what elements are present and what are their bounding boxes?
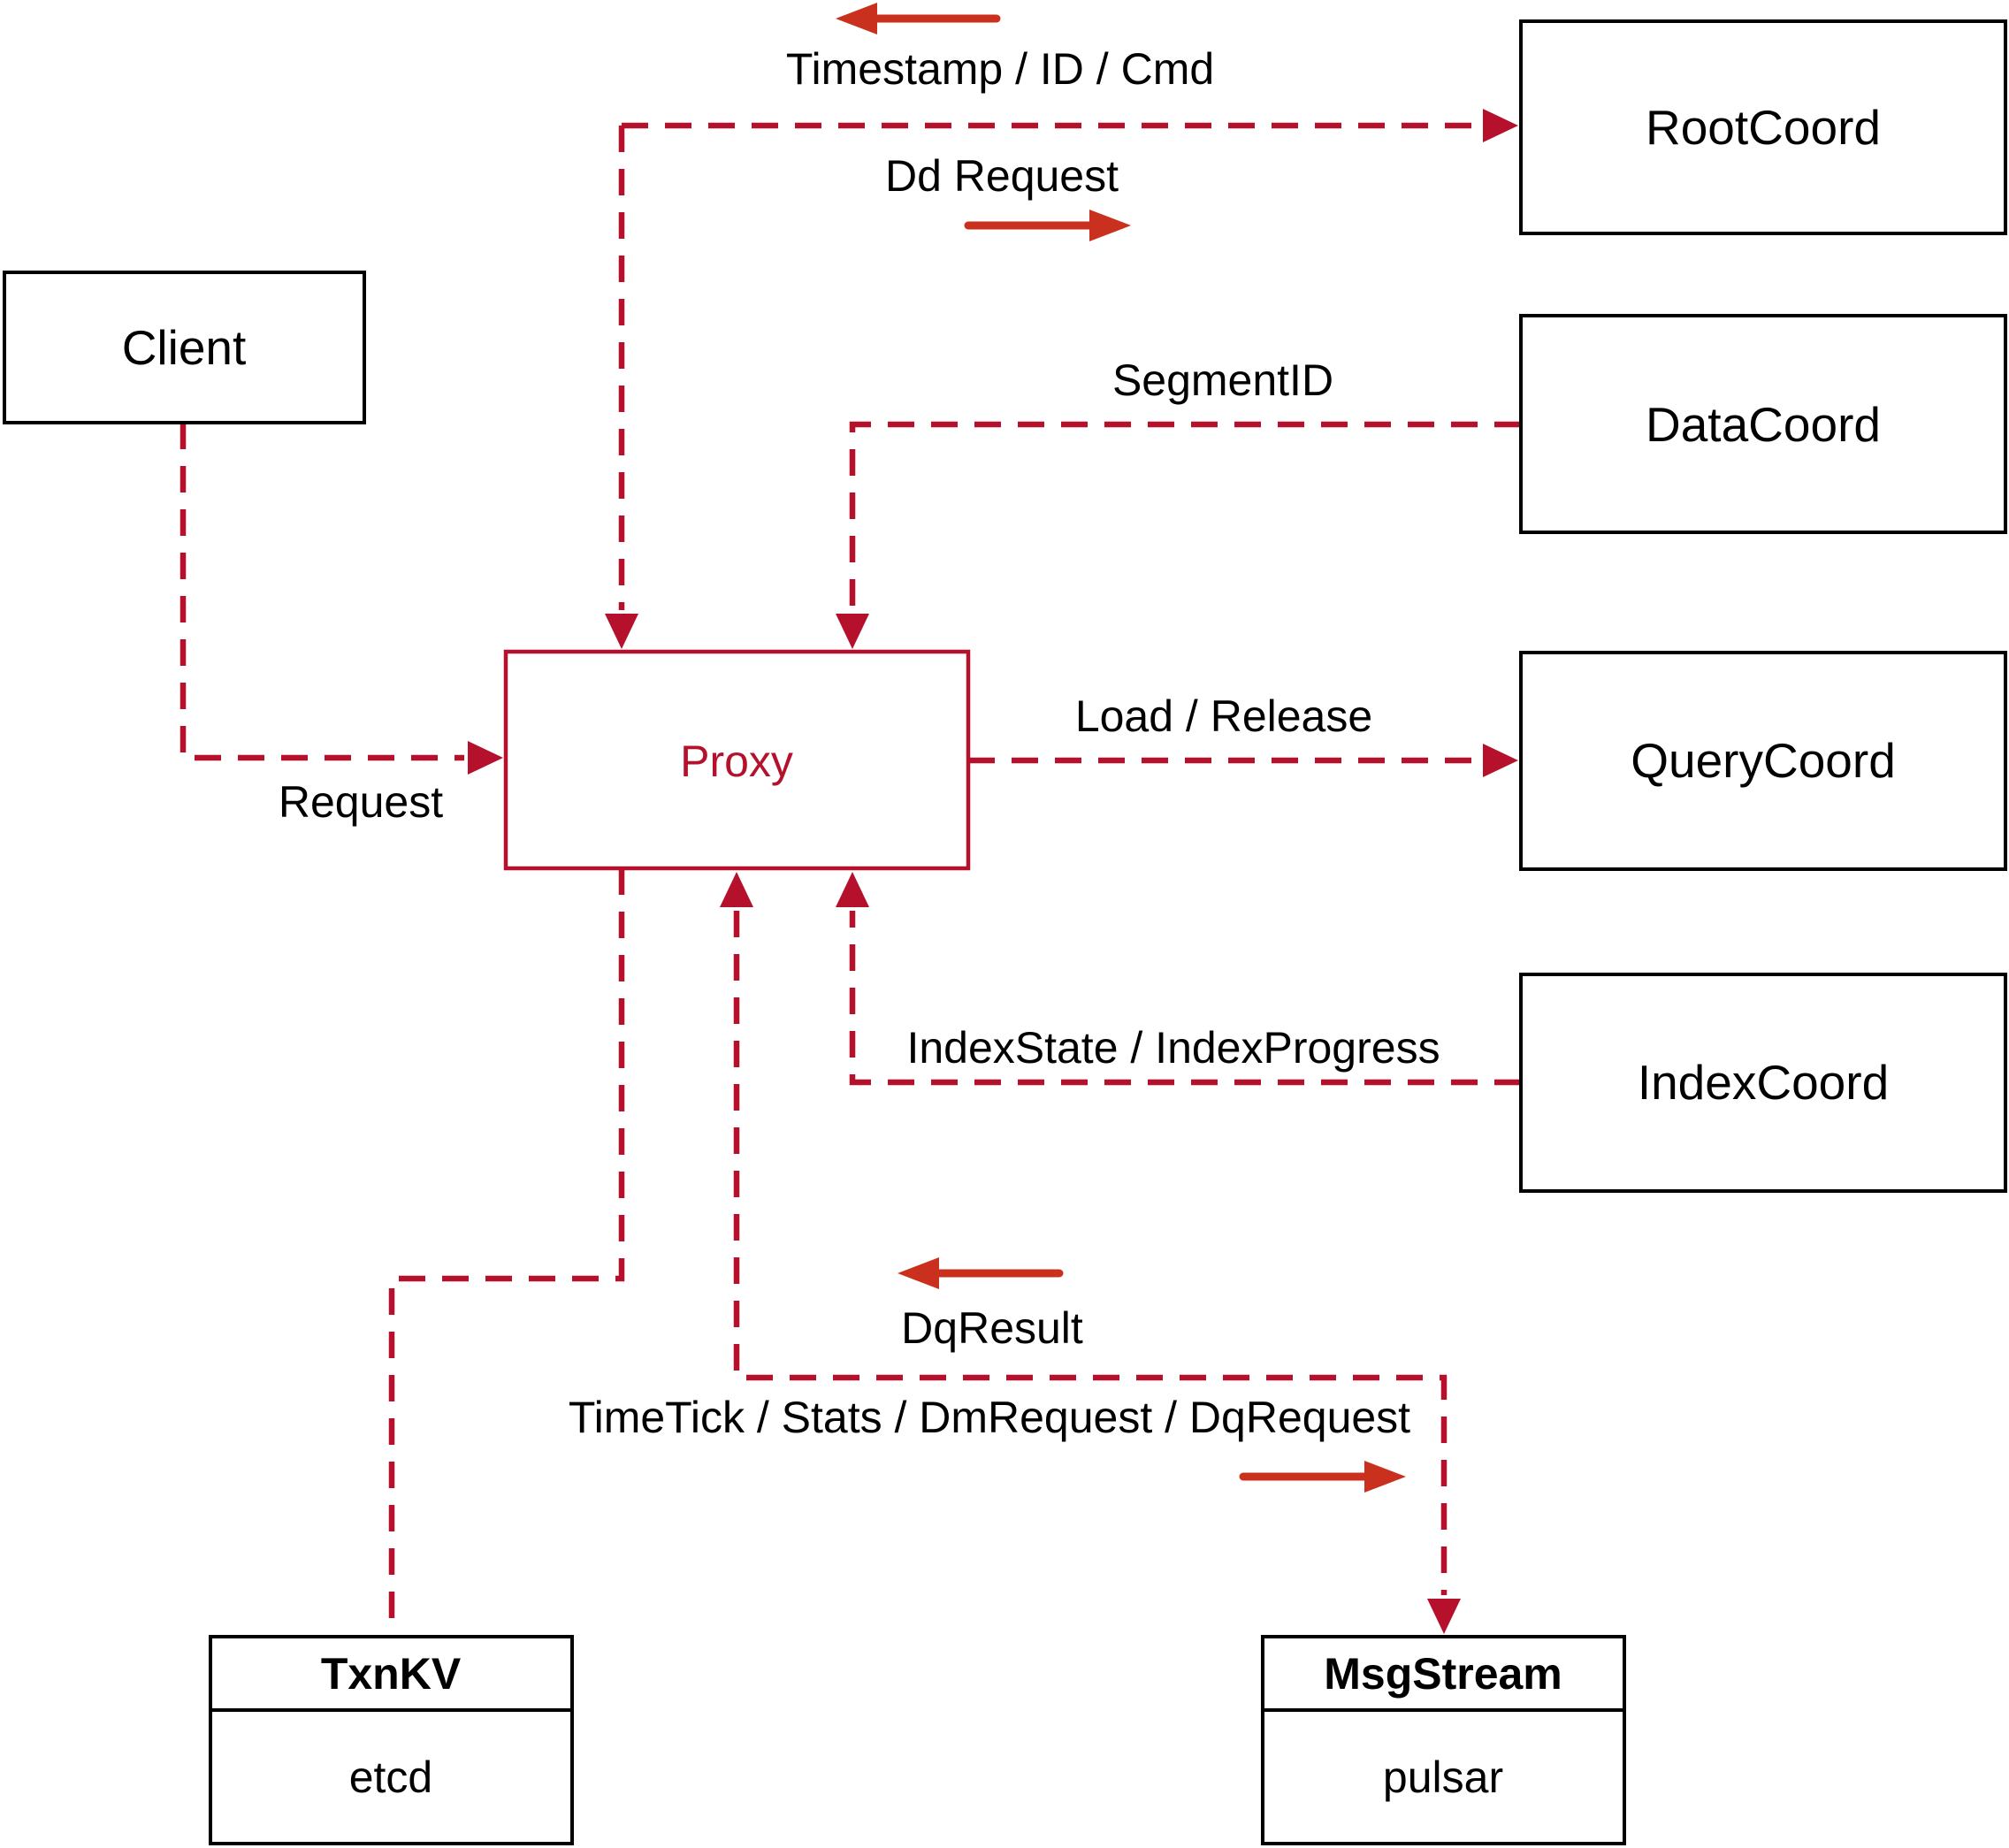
indexcoord-box <box>1519 973 2007 1193</box>
txnkv-sub-etcd: etcd <box>349 1753 433 1802</box>
label-timestamp-id-cmd: Timestamp / ID / Cmd <box>786 44 1214 94</box>
arrowhead-into-proxy-top-left <box>605 614 638 649</box>
edge-indexcoord-to-proxy <box>836 872 1521 1086</box>
indexcoord-label: IndexCoord <box>1638 1055 1889 1110</box>
node-proxy: Proxy <box>503 649 971 871</box>
rootcoord-box <box>1519 19 2007 235</box>
node-client: Client <box>3 271 366 424</box>
arrowhead-into-proxy-bottom-right <box>836 872 869 907</box>
txnkv-title: TxnKV <box>321 1649 462 1699</box>
edge-proxy-to-querycoord <box>968 744 1518 777</box>
rootcoord-label: RootCoord <box>1646 100 1881 155</box>
label-request: Request <box>279 777 443 827</box>
label-load-release: Load / Release <box>1075 691 1372 741</box>
right-arrow-icon-timetick <box>1364 1461 1406 1493</box>
label-timetick-stats: TimeTick / Stats / DmRequest / DqRequest <box>569 1393 1410 1442</box>
direction-arrow-rootcoord-to-proxy <box>836 3 1001 34</box>
left-arrow-icon <box>836 3 877 34</box>
edge-txnkv-line <box>388 868 625 1637</box>
left-arrow-icon-dqresult <box>898 1257 939 1289</box>
proxy-label: Proxy <box>680 737 793 786</box>
msgstream-box <box>1261 1635 1626 1845</box>
edge-client-to-proxy <box>180 423 503 775</box>
node-indexcoord: IndexCoord <box>1519 973 2007 1193</box>
right-arrow-icon <box>1089 210 1131 241</box>
edge-datacoord-to-proxy <box>836 421 1521 649</box>
edge-indexcoord-line <box>849 911 1521 1086</box>
arrowhead-into-proxy-top-right <box>836 614 869 649</box>
datacoord-label: DataCoord <box>1646 397 1881 452</box>
edge-proxy-rootcoord <box>605 109 1518 649</box>
label-index-state-progress: IndexState / IndexProgress <box>906 1023 1440 1073</box>
label-segment-id: SegmentID <box>1112 355 1333 405</box>
direction-arrow-proxy-to-rootcoord <box>964 210 1131 241</box>
msgstream-title: MsgStream <box>1324 1649 1562 1699</box>
arrowhead-into-msgstream <box>1427 1599 1461 1634</box>
node-txnkv: TxnKV etcd <box>209 1635 574 1845</box>
edge-proxy-msgstream <box>720 872 1461 1634</box>
txnkv-box <box>209 1635 574 1845</box>
arrowhead-into-querycoord <box>1483 744 1518 777</box>
querycoord-label: QueryCoord <box>1631 733 1896 788</box>
node-datacoord: DataCoord <box>1519 314 2007 534</box>
direction-arrow-proxy-to-msgstream <box>1239 1461 1406 1493</box>
client-label: Client <box>122 320 247 375</box>
node-msgstream: MsgStream pulsar <box>1261 1635 1626 1845</box>
label-dd-request: Dd Request <box>885 151 1119 201</box>
direction-arrow-msgstream-to-proxy <box>898 1257 1064 1289</box>
datacoord-box <box>1519 314 2007 534</box>
msgstream-sub-pulsar: pulsar <box>1383 1753 1503 1802</box>
proxy-box <box>503 649 971 871</box>
edge-proxy-to-txnkv <box>388 868 625 1637</box>
client-box <box>3 271 366 424</box>
arrowhead-into-proxy-bottom-left <box>720 872 753 907</box>
arrowhead-into-rootcoord <box>1483 109 1518 142</box>
edge-msgstream-line <box>733 911 1448 1595</box>
node-querycoord: QueryCoord <box>1519 651 2007 871</box>
arrowhead-into-proxy-left <box>468 741 503 775</box>
edge-datacoord-line <box>849 421 1521 610</box>
label-dq-result: DqResult <box>901 1303 1083 1353</box>
edge-client-proxy-line <box>180 423 464 761</box>
node-rootcoord: RootCoord <box>1519 19 2007 235</box>
querycoord-box <box>1519 651 2007 871</box>
